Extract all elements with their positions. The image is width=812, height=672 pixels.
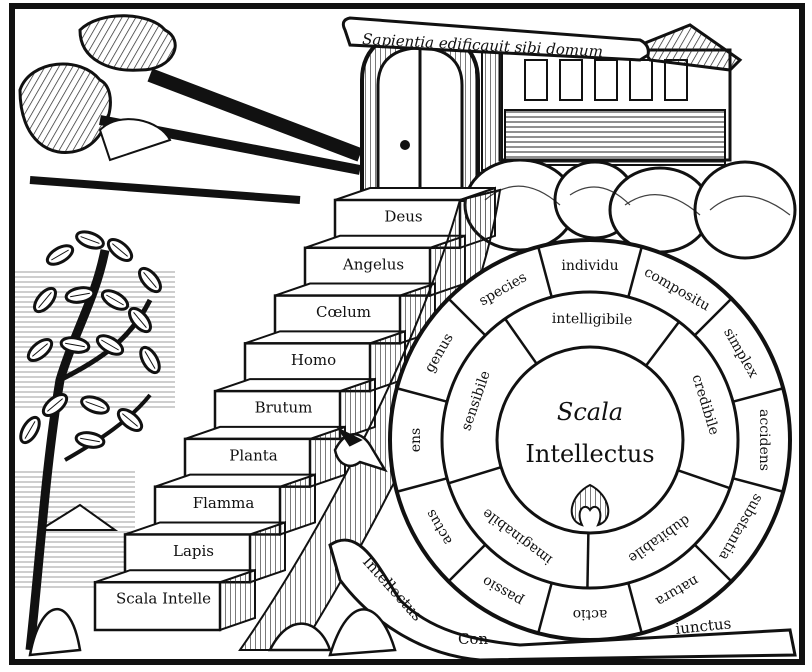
fleur-ornament (570, 483, 610, 527)
banner-middle-text: Con (458, 630, 489, 648)
wheel-divider (627, 246, 643, 298)
border-frame (9, 3, 805, 665)
step-label: Homo (291, 351, 336, 369)
wheel-divider (537, 582, 553, 634)
wheel-divider (396, 477, 448, 493)
wheel-ring-label: intelligibile (552, 311, 633, 328)
wheel-divider (396, 387, 448, 403)
wheel-divider (677, 469, 731, 490)
wheel-center-subtitle: Intellectus (525, 440, 654, 468)
banner-right-text: iunctus (675, 614, 732, 638)
step-label: Deus (384, 208, 422, 226)
wheel-divider (693, 543, 733, 583)
sky-clouds (18, 14, 363, 204)
tree-illustration (19, 230, 162, 651)
scala-intellectus-wheel: intelligibilecredibiledubitabileimaginab… (388, 238, 792, 642)
step-label: Angelus (342, 255, 404, 273)
wheel-ring-label: individu (561, 258, 618, 274)
wheel-divider (732, 477, 784, 493)
step-label: Lapis (173, 542, 214, 560)
wheel-divider (504, 318, 538, 365)
cloud-bank (463, 158, 797, 260)
dove-figure (333, 426, 388, 473)
wheel-divider (693, 297, 733, 337)
step-label: Planta (229, 446, 278, 464)
wheel-divider (447, 543, 487, 583)
wheel-divider (447, 297, 487, 337)
wheel-divider (644, 321, 681, 367)
ground-foliage (28, 607, 397, 657)
wheel-divider (732, 387, 784, 403)
wheel-center-title: Scala (557, 398, 623, 426)
wheel-divider (627, 582, 643, 634)
wheel-center (495, 345, 685, 535)
step-label: Flamma (193, 494, 255, 512)
step-label: Scala Intelle (116, 590, 211, 608)
wheel-divider (448, 465, 502, 485)
step-label: Brutum (255, 399, 313, 417)
wheel-divider (537, 246, 553, 298)
step-riser (93, 580, 222, 632)
wheel-divider (586, 532, 590, 588)
step-label: Cœlum (316, 303, 371, 321)
wheel-ring-label: ens (408, 428, 424, 453)
wheel-ring-label: actio (573, 606, 608, 622)
wheel-ring-label: accidens (756, 409, 772, 471)
